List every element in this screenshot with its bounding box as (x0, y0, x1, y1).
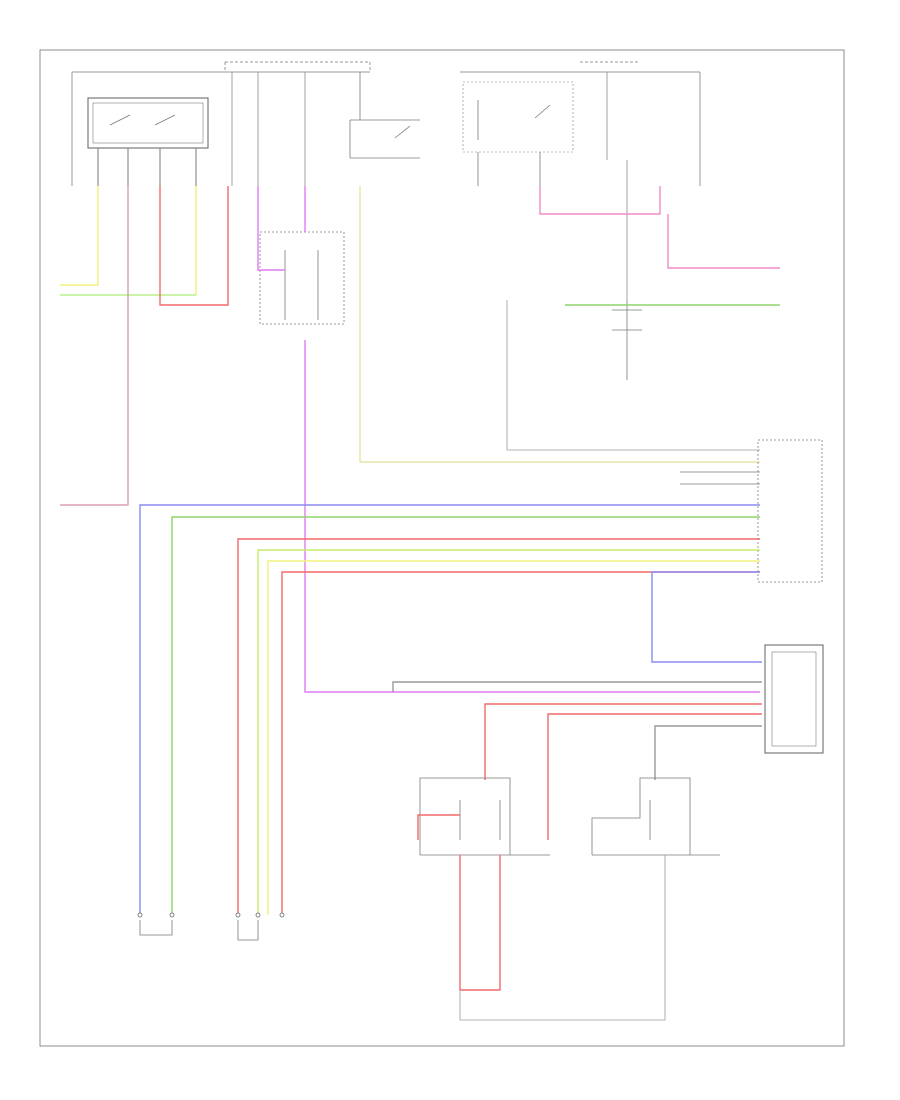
red-wire-left-top (159, 186, 229, 306)
ac-pressure-transducer (237, 920, 259, 941)
fuse-f (606, 72, 628, 300)
pcm-connector (680, 439, 823, 583)
blue-wire-pcm-hvac (651, 571, 762, 663)
brown-wire-left (60, 186, 129, 506)
cooling-fan-motor (459, 855, 666, 1021)
yellow-wires (60, 186, 197, 295)
hvac-module (764, 644, 824, 754)
fuse-block-top (231, 72, 306, 186)
ac-pressure-sensor (612, 300, 642, 380)
blue-wire (139, 504, 760, 915)
blend-door-relay-left (419, 777, 550, 856)
ac-clutch-relay (462, 81, 574, 186)
gray-wire-sensor (506, 300, 760, 451)
green-wire-long (171, 516, 760, 915)
blend-door-relay-right (591, 777, 720, 856)
tan-wire-center (359, 186, 760, 463)
top-power-bus (71, 61, 701, 186)
violet-wires-splice (257, 186, 760, 693)
splice-block (259, 231, 345, 325)
red-wire-long (237, 538, 760, 915)
red-wire-long-2 (281, 571, 760, 915)
yellow-wire-long (267, 560, 760, 915)
bottom-connectors (137, 912, 285, 918)
ac-relay (349, 72, 420, 159)
diagram-frame (39, 49, 845, 1047)
yellow-green-wire-long (257, 549, 760, 915)
pink-wires-right (539, 186, 780, 269)
hvac-wires (392, 681, 762, 840)
red-wire-relay (417, 814, 460, 840)
cooling-fan-relay-module (87, 97, 209, 186)
engine-coolant-sensor (139, 920, 173, 936)
